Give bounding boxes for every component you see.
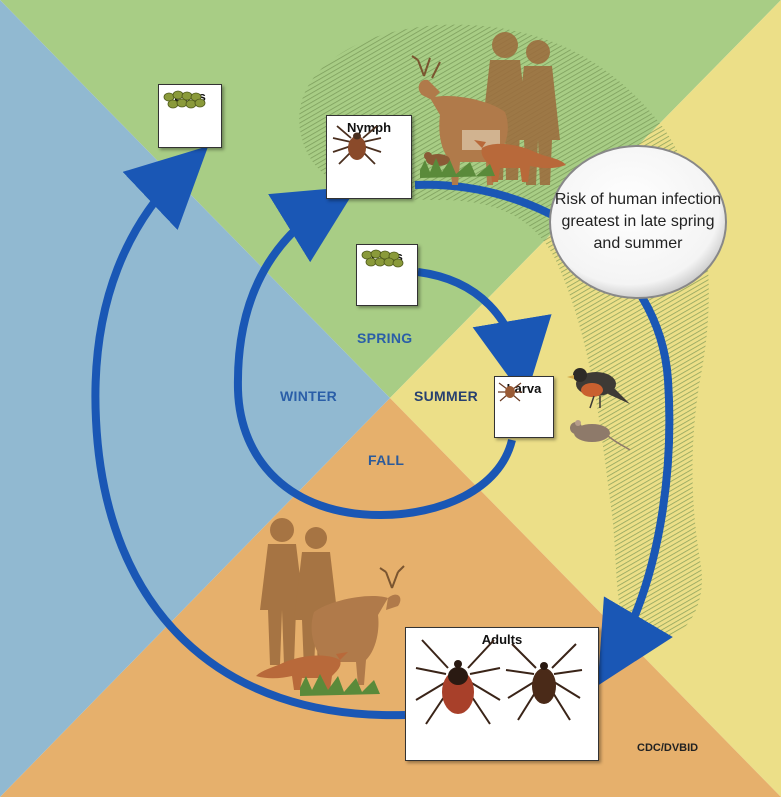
arrow-larva-to-nymph <box>233 186 516 520</box>
winter-quadrant <box>0 0 390 797</box>
eggs-center-box: Eggs <box>356 244 418 306</box>
egg-cluster-icon <box>361 249 404 268</box>
risk-note: Risk of human infection greatest in late… <box>554 191 722 252</box>
season-fall-label: FALL <box>368 452 405 468</box>
nymph-label: Nymph <box>346 120 392 135</box>
fox-icon <box>474 140 566 182</box>
season-spring-label: SPRING <box>357 330 413 346</box>
arrow-eggs-to-larva <box>417 268 552 400</box>
risk-bubble <box>549 145 727 299</box>
tick-icon <box>415 639 583 725</box>
fox-icon <box>256 652 348 690</box>
season-winter-label: WINTER <box>280 388 338 404</box>
mouse-icon <box>570 420 631 451</box>
egg-cluster-icon <box>163 90 206 109</box>
source-credit: CDC/DVBID <box>637 742 699 754</box>
nymph-box: Nymph <box>326 115 412 199</box>
season-summer-label: SUMMER <box>414 388 479 404</box>
arrow-nymph-to-adults <box>414 180 674 686</box>
tick-icon <box>332 125 382 165</box>
bird-icon <box>567 368 630 409</box>
chipmunk-icon <box>424 152 450 166</box>
eggs-top-box: Eggs <box>158 84 222 148</box>
larva-box: Larva <box>494 376 554 438</box>
adults-box: Adults <box>405 627 599 761</box>
grass-fall <box>300 674 380 696</box>
grass-spring <box>420 158 495 178</box>
tick-icon <box>498 382 522 402</box>
arrow-adults-to-eggs <box>91 146 406 720</box>
